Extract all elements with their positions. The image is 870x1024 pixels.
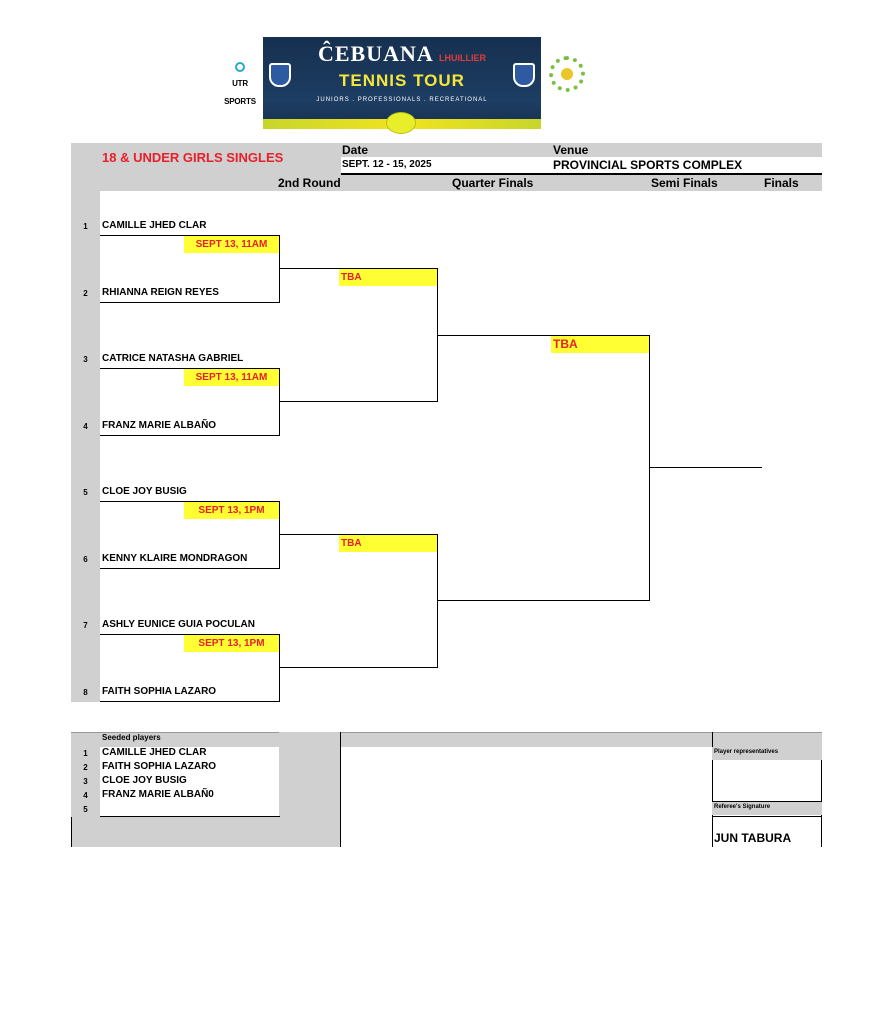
utr-sports-logo: UTR SPORTS [218, 62, 262, 106]
player-name: FAITH SOPHIA LAZARO [102, 686, 217, 697]
seeded-number-column [71, 747, 100, 817]
banner-tagline: JUNIORS . PROFESSIONALS . RECREATIONAL [316, 97, 488, 103]
bracket-line [100, 568, 280, 569]
player-name: RHIANNA REIGN REYES [102, 287, 219, 298]
referee-signature-label: Referee's Signature [712, 802, 822, 815]
table-rule [712, 801, 822, 802]
draw-number: 3 [83, 355, 88, 364]
player-name: FRANZ MARIE ALBAÑO [102, 420, 217, 431]
date-label: Date [342, 143, 369, 157]
seed-name: FAITH SOPHIA LAZARO [102, 761, 217, 772]
player-name: CAMILLE JHED CLAR [102, 220, 207, 231]
bracket-line [100, 368, 280, 369]
player-name: CATRICE NATASHA GABRIEL [102, 353, 244, 364]
table-rule [712, 816, 822, 817]
table-divider [821, 747, 822, 847]
bracket-line [279, 534, 438, 535]
match-schedule: SEPT 13, 11AM [184, 236, 279, 253]
venue-label: Venue [553, 143, 589, 157]
header-title-cell [71, 143, 341, 175]
bracket-line [100, 701, 280, 702]
seeded-footer-cell [71, 817, 279, 847]
draw-number: 2 [83, 289, 88, 298]
banner-title: ĈEBUANA LHUILLIER [263, 41, 541, 67]
seed-name: FRANZ MARIE ALBAÑ0 [102, 789, 214, 800]
table-divider [340, 732, 341, 847]
table-divider [712, 732, 713, 847]
draw-number: 1 [83, 222, 88, 231]
seed-number: 3 [83, 777, 88, 786]
table-rule [100, 816, 280, 817]
round-label-qf: Quarter Finals [452, 176, 534, 190]
bracket-line [100, 634, 280, 635]
bracket-line [279, 401, 438, 402]
bracket-connector [649, 335, 650, 601]
seed-number: 1 [83, 749, 88, 758]
draw-number: 5 [83, 488, 88, 497]
bracket-line [279, 268, 438, 269]
association-logo-icon [549, 56, 585, 92]
bracket-line [279, 667, 438, 668]
match-schedule: SEPT 13, 1PM [184, 502, 279, 519]
venue-value: PROVINCIAL SPORTS COMPLEX [553, 158, 743, 172]
bracket-line [100, 302, 280, 303]
utr-icon [235, 62, 245, 72]
bracket-connector [437, 534, 438, 668]
draw-number-column [71, 143, 100, 702]
round-label-sf: Semi Finals [651, 176, 718, 190]
bracket-line [437, 335, 650, 336]
date-value: SEPT. 12 - 15, 2025 [342, 159, 432, 170]
seeded-title: Seeded players [102, 733, 161, 742]
player-name: ASHLY EUNICE GUIA POCULAN [102, 619, 255, 630]
final-line [649, 467, 762, 468]
player-name: CLOE JOY BUSIG [102, 486, 187, 497]
bracket-line [437, 600, 650, 601]
tennis-ball-icon [386, 112, 416, 134]
draw-number: 6 [83, 555, 88, 564]
banner-tour: TENNIS TOUR [339, 71, 465, 90]
referee-name: JUN TABURA [714, 831, 792, 845]
seed-number: 4 [83, 791, 88, 800]
event-title: 18 & UNDER GIRLS SINGLES [102, 150, 284, 165]
header-divider [341, 173, 822, 175]
utr-label: UTR SPORTS [224, 79, 256, 106]
seed-name: CAMILLE JHED CLAR [102, 747, 207, 758]
seed-number: 2 [83, 763, 88, 772]
seed-name: CLOE JOY BUSIG [102, 775, 187, 786]
draw-number: 7 [83, 621, 88, 630]
header-label-bar [341, 143, 822, 157]
player-name: KENNY KLAIRE MONDRAGON [102, 553, 248, 564]
bracket-line [100, 235, 280, 236]
seed-number: 5 [83, 805, 88, 814]
association-logo-center [561, 68, 573, 80]
qf-result: TBA [339, 535, 437, 552]
player-representatives-label: Player representatives [712, 747, 822, 760]
round-label-2nd: 2nd Round [278, 176, 341, 190]
draw-number: 8 [83, 688, 88, 697]
qf-result: TBA [339, 269, 437, 286]
table-divider [71, 817, 72, 847]
match-schedule: SEPT 13, 1PM [184, 635, 279, 652]
banner-subbrand: LHUILLIER [439, 53, 487, 63]
bracket-line [100, 435, 280, 436]
badge-left-icon [269, 63, 291, 87]
bracket-line [100, 501, 280, 502]
round-label-final: Finals [764, 176, 799, 190]
match-schedule: SEPT 13, 11AM [184, 369, 279, 386]
round-header-row [71, 175, 822, 191]
draw-number: 4 [83, 422, 88, 431]
seeded-header-row [71, 732, 822, 747]
seeded-side-column [279, 732, 340, 847]
sf-result: TBA [551, 336, 649, 353]
badge-right-icon [513, 63, 535, 87]
banner-brand: ĈEBUANA [317, 41, 433, 66]
